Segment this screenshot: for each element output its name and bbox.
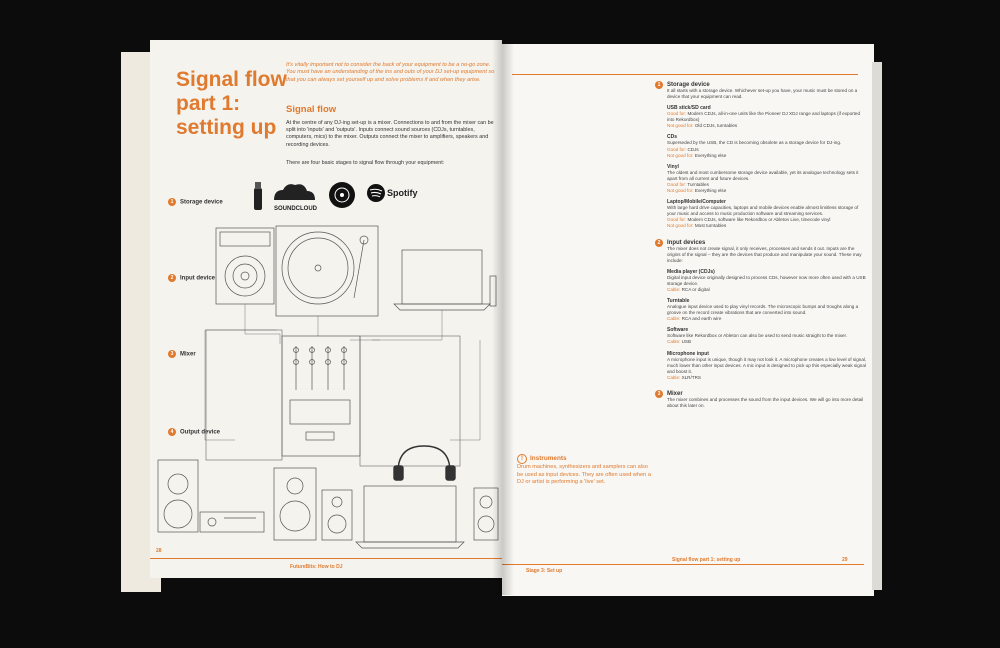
speaker-center-icon xyxy=(273,467,317,541)
section-heading: Signal flow xyxy=(286,104,337,115)
chapter-footer: Signal flow part 1: setting up xyxy=(672,557,741,563)
intro-text: It's vitally important not to consider t… xyxy=(286,62,495,83)
microphone-icon xyxy=(489,275,497,307)
item-title: Vinyl xyxy=(667,163,679,170)
cable-lines xyxy=(204,304,481,441)
page-number-right: 29 xyxy=(842,557,848,563)
page-stack-edge xyxy=(872,62,882,590)
item-title: Turntable xyxy=(667,298,690,305)
header-rule xyxy=(512,74,858,75)
footer-rule xyxy=(150,558,502,559)
item-title: Microphone input xyxy=(667,350,709,357)
spotify-logo-icon xyxy=(367,184,385,202)
speaker-right-icon xyxy=(473,487,499,541)
equipment-diagram xyxy=(157,182,499,549)
speaker-left-icon xyxy=(157,459,199,533)
output-laptop-icon xyxy=(355,485,465,549)
callout-text: Drum machines, synthesizers and samplers… xyxy=(517,464,651,486)
laptop-icon xyxy=(393,249,491,311)
headphones-icon xyxy=(393,445,456,481)
section-text: The mixer combines and processes the sou… xyxy=(667,396,864,408)
section-title: Mixer xyxy=(667,390,683,397)
spotify-label: Spotify xyxy=(387,188,418,198)
turntable-icon xyxy=(275,225,379,317)
item-title: Laptop/Mobile/Computer xyxy=(667,199,726,206)
item-title: Media player (CDJs) xyxy=(667,268,715,275)
right-page: !Instruments Drum machines, synthesizers… xyxy=(502,44,874,596)
stage-footer: Stage 3: Set up xyxy=(526,568,563,574)
section-title: Input devices xyxy=(667,239,706,246)
instruments-callout: !Instruments Drum machines, synthesizers… xyxy=(517,454,651,487)
amplifier-icon xyxy=(199,511,265,533)
body-paragraph-1: At the centre of any DJ-ing set-up is a … xyxy=(286,120,494,148)
book-gutter-shadow xyxy=(492,40,514,595)
page-number-left: 28 xyxy=(156,548,162,554)
callout-title: Instruments xyxy=(530,455,567,462)
left-page: Signal flow part 1: setting up It's vita… xyxy=(150,40,502,578)
info-icon: ! xyxy=(517,454,527,464)
footer-rule xyxy=(502,564,864,565)
usb-stick-icon xyxy=(254,182,262,210)
soundcloud-logo-icon xyxy=(274,184,315,200)
body-paragraph-2: There are four basic stages to signal fl… xyxy=(286,160,445,166)
mixer-icon xyxy=(281,335,361,457)
item-title: CDs xyxy=(667,134,678,141)
page-title: Signal flow part 1: setting up xyxy=(176,68,287,139)
item-title: Software xyxy=(667,327,689,334)
section-text: The mixer does not create signal, it onl… xyxy=(667,245,862,263)
item-title: USB stick/SD card xyxy=(667,105,711,112)
monitor-speaker-icon xyxy=(321,489,353,541)
section-text: It all starts with a storage device. Whi… xyxy=(667,88,858,100)
section-title: Storage device xyxy=(667,82,710,88)
vinyl-record-icon xyxy=(329,182,355,208)
soundcloud-label: SOUNDCLOUD xyxy=(274,206,317,212)
book-title-footer: FutureBits: How to DJ xyxy=(290,564,343,570)
cdj-player-icon xyxy=(215,227,275,305)
